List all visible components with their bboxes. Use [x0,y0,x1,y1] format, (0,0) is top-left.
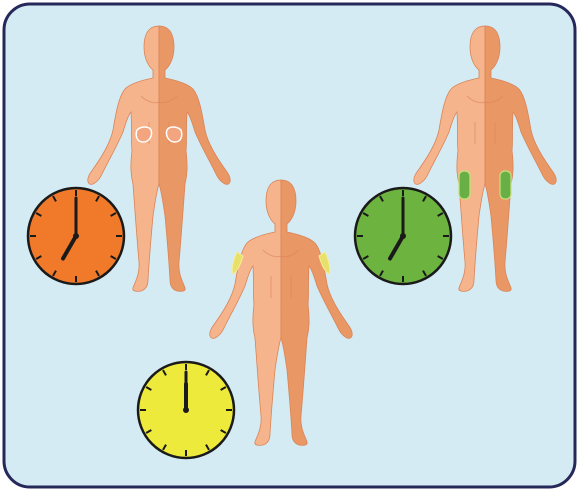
clock-center [183,407,189,413]
clock-center [400,233,406,239]
clock-center [73,233,79,239]
clock-thigh [355,188,451,284]
clock-abdomen [28,188,124,284]
clock-upper-arm [138,362,234,458]
